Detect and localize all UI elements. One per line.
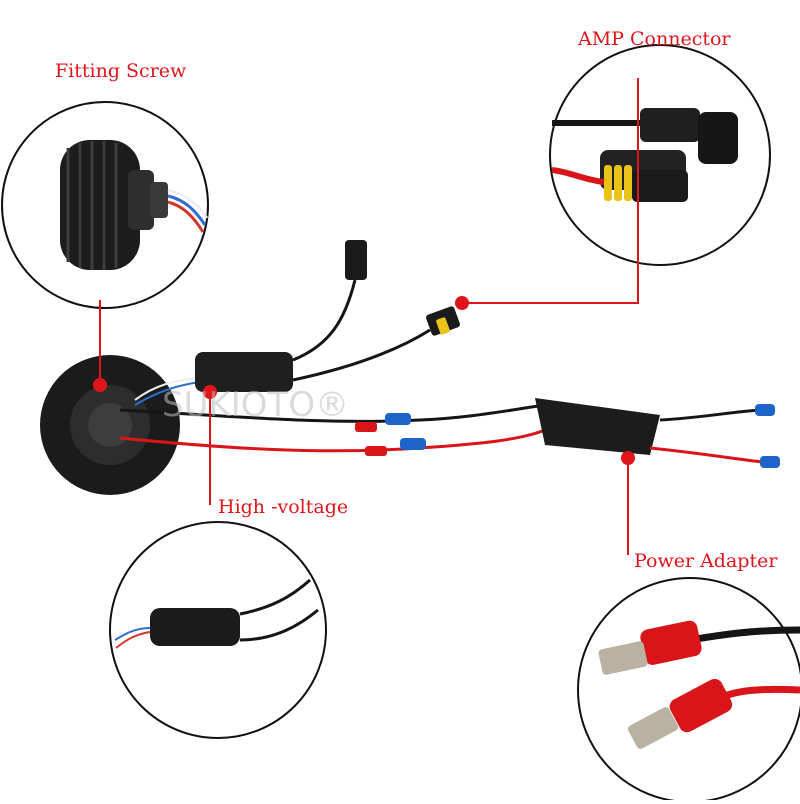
amp-connector-label: AMP Connector [578, 28, 731, 50]
amp-connector-dot [455, 296, 469, 310]
callout-dots [93, 296, 635, 465]
high-voltage-label: High -voltage [218, 496, 349, 518]
main-harness [40, 240, 780, 495]
fitting-screw-detail-circle [1, 101, 209, 309]
power-adapter-dot [621, 451, 635, 465]
fitting-screw-dot [93, 378, 107, 392]
callouts [99, 78, 639, 555]
high-voltage-dot [203, 385, 217, 399]
high-voltage-detail-circle [109, 521, 327, 739]
sukioto-watermark: SUKIOTO® [162, 385, 350, 425]
amp-connector-detail-circle [549, 44, 771, 266]
fitting-screw-label: Fitting Screw [55, 60, 187, 82]
power-adapter-label: Power Adapter [634, 550, 778, 572]
power-adapter-detail-circle [577, 577, 800, 803]
amp-connector-callout-line [462, 78, 639, 304]
